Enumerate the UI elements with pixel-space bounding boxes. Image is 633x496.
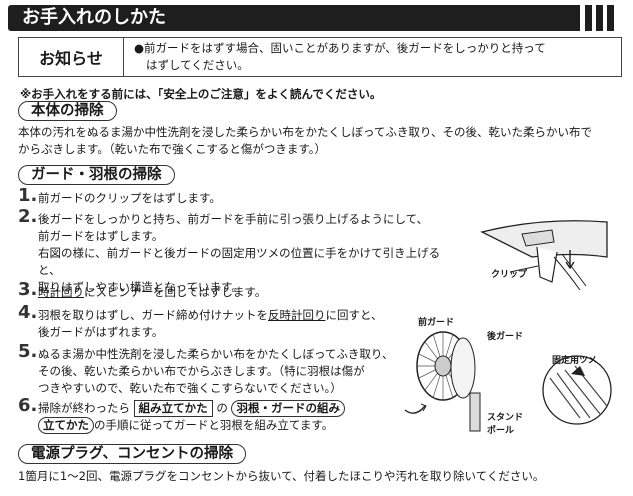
safety-warning: ※お手入れをする前には、「安全上のご注意」をよく読んでください。	[20, 87, 382, 101]
title-decoration	[585, 5, 614, 31]
step-6: 6. 掃除が終わったら 組み立てかた の 羽根・ガードの組み 立てかたの手順に従…	[18, 397, 398, 434]
notice-label: お知らせ	[19, 38, 124, 76]
ref-blade-guard-assembly: 羽根・ガードの組み	[231, 400, 345, 417]
label-stand-pole: スタンド ポール	[487, 413, 524, 436]
body-cleaning-text: 本体の汚れをぬるま湯か中性洗剤を浸した柔らかい布をかたくしぼってふき取り、その後…	[18, 125, 592, 156]
ref-assembly: 組み立てかた	[133, 400, 213, 417]
section-heading-guard: ガード・羽根の掃除	[18, 165, 175, 185]
label-front-guard: 前ガード	[418, 318, 455, 328]
label-rear-guard: 後ガード	[487, 332, 524, 342]
label-clip: クリップ	[491, 270, 528, 280]
plug-cleaning-text: 1箇月に1〜2回、電源プラグをコンセントから抜いて、付着したほこりや汚れを取り除…	[18, 469, 545, 483]
label-fixing-claw: 固定用ツメ	[552, 356, 598, 366]
step-3: 3. 時計回りにスピンナーを回してはずします。	[18, 279, 267, 300]
step-1: 1. 前ガードのクリップをはずします。	[18, 185, 221, 206]
notice-text: ●前ガードをはずす場合、固いことがありますが、後ガードをしっかりと持って はずし…	[134, 41, 546, 72]
page-title: お手入れのしかた	[8, 5, 580, 31]
step-2: 2. 後ガードをしっかりと持ち、前ガードを手前に引っ張り上げるようにして、 前ガ…	[18, 206, 441, 295]
notice-box: お知らせ ●前ガードをはずす場合、固いことがありますが、後ガードをしっかりと持っ…	[18, 37, 622, 77]
clip-removal-illustration	[480, 220, 608, 291]
section-heading-plug: 電源プラグ、コンセントの掃除	[18, 444, 246, 464]
ref-blade-guard-assembly-cont: 立てかた	[38, 417, 94, 434]
step-4: 4. 羽根を取りはずし、ガード締め付けナットを反時計回りに回すと、 後ガードがは…	[18, 302, 383, 340]
fan-illustration	[404, 331, 612, 432]
step-5: 5. ぬるま湯か中性洗剤を浸した柔らかい布をかたくしぼってふき取り、 その後、乾…	[18, 341, 394, 396]
section-heading-body: 本体の掃除	[18, 101, 117, 121]
